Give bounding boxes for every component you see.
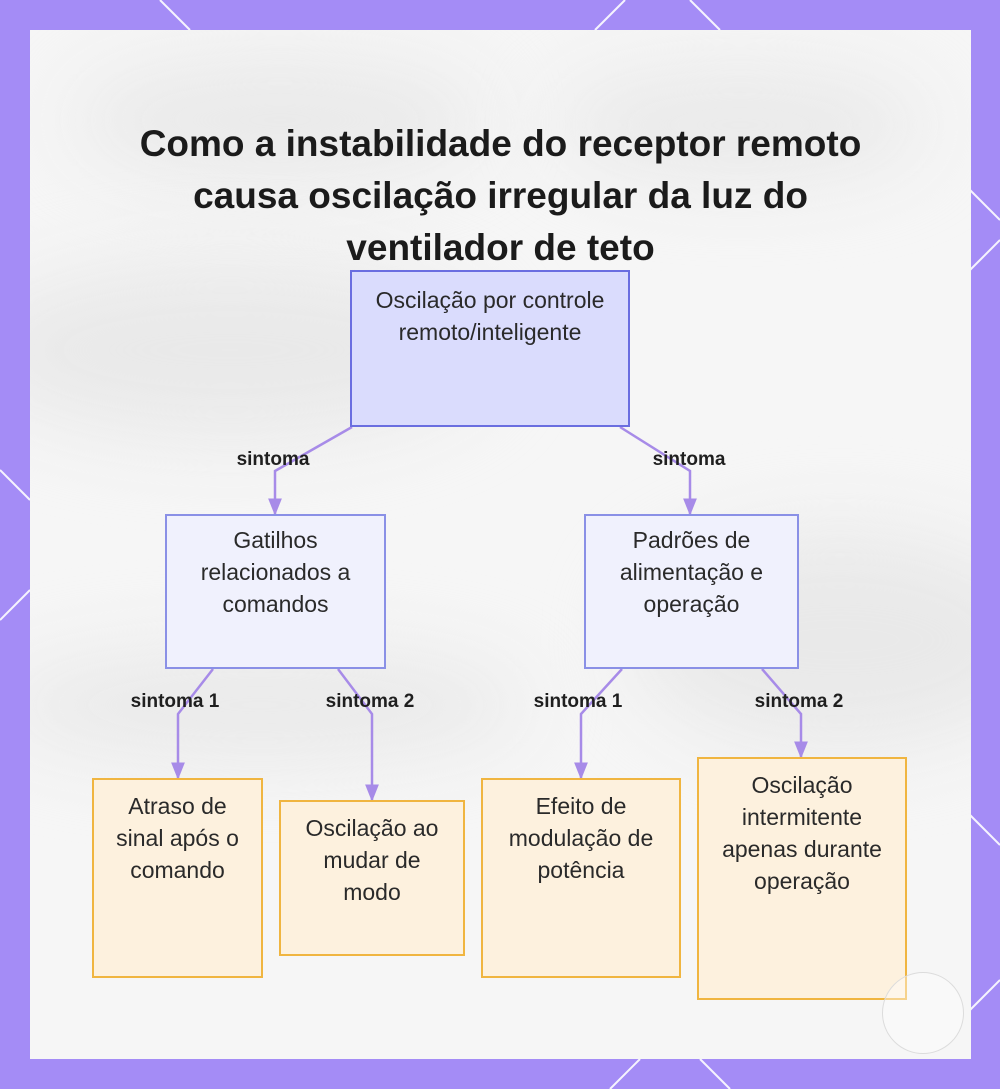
edge-label-mode-change: sintoma 2	[326, 691, 415, 713]
node-mode-change-text: Oscilação ao mudar de modo	[301, 812, 443, 908]
node-intermittent: Oscilação intermitente apenas durante op…	[697, 757, 907, 1000]
edge-label-root-triggers: sintoma	[237, 449, 310, 471]
diagram-panel: Como a instabilidade do receptor remoto …	[30, 30, 971, 1059]
node-triggers-text: Gatilhos relacionados a comandos	[185, 524, 366, 620]
node-mode-change: Oscilação ao mudar de modo	[279, 800, 465, 956]
edge-label-power-modulation: sintoma 1	[534, 691, 623, 713]
node-signal-delay: Atraso de sinal após o comando	[92, 778, 263, 978]
node-patterns-text: Padrões de alimentação e operação	[604, 524, 779, 620]
node-intermittent-text: Oscilação intermitente apenas durante op…	[719, 769, 885, 897]
node-root: Oscilação por controle remoto/inteligent…	[350, 270, 630, 427]
edge-label-root-patterns: sintoma	[653, 449, 726, 471]
node-signal-delay-text: Atraso de sinal após o comando	[114, 790, 241, 886]
edge-patterns-power-mod	[581, 669, 622, 778]
edge-triggers-signal-delay	[178, 669, 213, 778]
node-power-modulation-text: Efeito de modulação de potência	[503, 790, 659, 886]
edge-label-signal-delay: sintoma 1	[131, 691, 220, 713]
edge-triggers-mode-change	[338, 669, 372, 800]
watermark-stamp	[882, 972, 964, 1054]
node-patterns: Padrões de alimentação e operação	[584, 514, 799, 669]
node-triggers: Gatilhos relacionados a comandos	[165, 514, 386, 669]
node-power-modulation: Efeito de modulação de potência	[481, 778, 681, 978]
edge-patterns-intermittent	[762, 669, 801, 757]
node-root-text: Oscilação por controle remoto/inteligent…	[374, 284, 606, 348]
edge-label-intermittent: sintoma 2	[755, 691, 844, 713]
